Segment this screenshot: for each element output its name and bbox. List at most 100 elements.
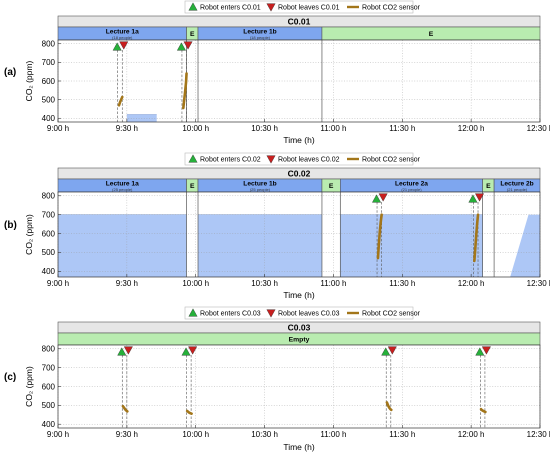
legend-box: [184, 0, 414, 14]
schedule-label-1: E: [190, 183, 195, 190]
schedule-label-1: E: [190, 31, 195, 38]
schedule-sublabel-4: (21 people): [401, 187, 422, 192]
xtick-label-5: 11:30 h: [389, 279, 415, 288]
y-axis-label: CO₂ (ppm): [24, 214, 34, 255]
ytick-label-1: 500: [42, 248, 56, 257]
xtick-label-1: 9:30 h: [116, 430, 138, 439]
legend-enter-icon: [188, 2, 198, 11]
ytick-label-3: 700: [42, 210, 56, 219]
xtick-label-7: 12:30 h: [527, 430, 550, 439]
ytick-label-2: 600: [42, 382, 56, 391]
robot-leave-marker-0: [123, 346, 133, 355]
legend-sensor-label: Robot CO2 sensor: [362, 5, 421, 12]
robot-enter-marker-2: [381, 347, 391, 356]
robot-enter-marker-3: [475, 347, 485, 356]
xtick-label-3: 10:30 h: [251, 430, 278, 439]
robot-leave-marker-2: [387, 346, 397, 355]
plot-background: [58, 345, 540, 428]
xtick-label-1: 9:30 h: [116, 279, 138, 288]
plot-frame: [57, 191, 541, 278]
xtick-label-2: 10:00 h: [182, 279, 209, 288]
xtick-label-4: 11:00 h: [320, 124, 346, 133]
xtick-label-3: 10:30 h: [251, 279, 278, 288]
xtick-label-7: 12:30 h: [527, 124, 550, 133]
robot-enter-marker-1: [468, 194, 478, 203]
legend-box: [184, 306, 414, 320]
ytick-label-2: 600: [42, 229, 56, 238]
schedule-sublabel-6: (21 people): [507, 187, 528, 192]
legend-enter-icon: [188, 308, 198, 317]
schedule-label-2: Lecture 1b: [243, 181, 276, 188]
robot-enter-marker-0: [371, 194, 382, 203]
xtick-label-3: 10:30 h: [251, 124, 278, 133]
schedule-label-3: E: [429, 31, 434, 38]
schedule-label-0: Empty: [289, 336, 310, 343]
chart-title: C0.02: [288, 169, 311, 179]
ytick-label-0: 400: [42, 420, 56, 429]
schedule-sublabel-0: (18 people): [112, 35, 133, 40]
legend-sensor-label: Robot CO2 sensor: [362, 311, 421, 318]
robot-enter-marker-1: [181, 347, 191, 356]
ytick-label-4: 800: [42, 40, 56, 49]
y-axis-label: CO₂ (ppm): [24, 61, 34, 102]
xtick-label-2: 10:00 h: [182, 124, 209, 133]
legend-enter-label: Robot enters C0.01: [200, 5, 261, 12]
schedule-label-5: E: [486, 183, 491, 190]
x-axis-label: Time (h): [283, 290, 314, 300]
xtick-label-6: 12:00 h: [458, 430, 485, 439]
y-axis-label: CO₂ (ppm): [24, 366, 34, 407]
robot-enter-marker-1: [176, 42, 186, 51]
x-axis-label: Time (h): [283, 135, 314, 145]
ytick-label-3: 700: [42, 58, 56, 67]
sensor-trace-2: [385, 401, 393, 412]
sensor-trace-0: [117, 95, 124, 107]
xtick-label-6: 12:00 h: [458, 124, 485, 133]
sensor-trace-0: [376, 213, 383, 260]
xtick-label-7: 12:30 h: [527, 279, 550, 288]
schedule-label-0: Lecture 1a: [106, 29, 139, 36]
sensor-trace-1: [182, 72, 188, 110]
legend-enter-icon: [188, 154, 198, 163]
xtick-label-4: 11:00 h: [320, 430, 346, 439]
xtick-label-5: 11:30 h: [389, 124, 415, 133]
robot-enter-marker-0: [117, 347, 127, 356]
legend-enter-label: Robot enters C0.02: [200, 157, 261, 164]
ytick-label-2: 600: [42, 77, 56, 86]
legend-leave-label: Robot leaves C0.01: [278, 5, 340, 12]
panel-label: (a): [4, 67, 16, 78]
legend-leave-icon: [266, 155, 276, 164]
sensor-trace-3: [479, 407, 487, 414]
schedule-label-2: Lecture 1b: [243, 29, 276, 36]
robot-leave-marker-1: [183, 41, 193, 50]
ytick-label-1: 500: [42, 401, 56, 410]
ytick-label-0: 400: [42, 267, 56, 276]
xtick-label-5: 11:30 h: [389, 430, 415, 439]
sensor-trace-1: [473, 213, 480, 263]
legend-leave-label: Robot leaves C0.03: [278, 311, 340, 318]
robot-enter-marker-0: [112, 42, 122, 51]
xtick-label-6: 12:00 h: [458, 279, 485, 288]
occupied-area-2: [340, 214, 483, 277]
ytick-label-3: 700: [42, 363, 56, 372]
ytick-label-0: 400: [42, 114, 56, 123]
legend-box: [184, 152, 414, 166]
robot-leave-marker-0: [119, 41, 129, 50]
panel-label: (b): [4, 220, 17, 231]
schedule-label-6: Lecture 2b: [500, 181, 533, 188]
robot-leave-marker-1: [188, 346, 198, 355]
ytick-label-1: 500: [42, 95, 56, 104]
robot-leave-marker-1: [474, 193, 485, 202]
ytick-label-4: 800: [42, 345, 56, 354]
occupied-area-0: [58, 214, 187, 277]
chart-title: C0.01: [288, 17, 311, 27]
plot-background: [58, 40, 540, 122]
schedule-label-0: Lecture 1a: [106, 181, 139, 188]
xtick-label-1: 9:30 h: [116, 124, 138, 133]
chart-panel-c001: Robot enters C0.01 Robot leaves C0.01 Robo…: [4, 0, 550, 145]
legend-leave-label: Robot leaves C0.02: [278, 157, 340, 164]
robot-leave-marker-0: [378, 193, 388, 202]
schedule-label-3: E: [329, 183, 334, 190]
